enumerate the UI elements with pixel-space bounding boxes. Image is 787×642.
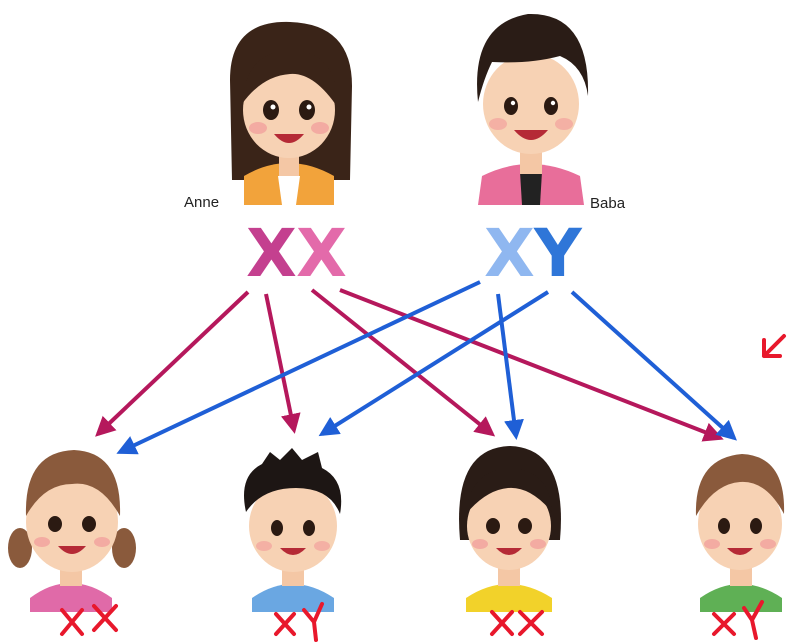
mother-chromosome-1: X bbox=[246, 215, 297, 292]
child-2-avatar bbox=[244, 448, 342, 612]
arrow-father-to-child-2 bbox=[318, 290, 550, 437]
father-chromosome-2: Y bbox=[533, 215, 583, 292]
father-chromosome-1: X bbox=[484, 215, 535, 292]
child-2-genotype-handwritten bbox=[274, 602, 324, 642]
father-name: Baba bbox=[590, 195, 626, 212]
arrow-father-to-child-1 bbox=[116, 280, 481, 455]
arrow-mother-to-child-4 bbox=[339, 288, 724, 442]
arrow-mother-to-child-3 bbox=[310, 288, 496, 437]
child-1-genotype-handwritten bbox=[60, 604, 118, 636]
mother-name: Anne bbox=[184, 194, 219, 211]
mother-arrows bbox=[95, 288, 724, 442]
child-4-avatar bbox=[695, 454, 785, 612]
mother-avatar bbox=[230, 21, 352, 205]
father-arrows bbox=[116, 280, 737, 455]
father-avatar bbox=[477, 13, 589, 205]
child-3-genotype-handwritten bbox=[490, 610, 544, 636]
arrow-mother-to-child-2 bbox=[264, 293, 301, 434]
arrow-father-to-child-3 bbox=[496, 293, 524, 440]
margin-arrow-mark bbox=[762, 334, 786, 358]
child-3-avatar bbox=[459, 446, 561, 612]
arrow-father-to-child-4 bbox=[570, 290, 737, 441]
child-4-genotype-handwritten bbox=[712, 600, 764, 640]
child-1-avatar bbox=[8, 450, 136, 612]
mother-chromosome-2: X bbox=[296, 215, 347, 292]
arrow-mother-to-child-1 bbox=[95, 290, 250, 437]
